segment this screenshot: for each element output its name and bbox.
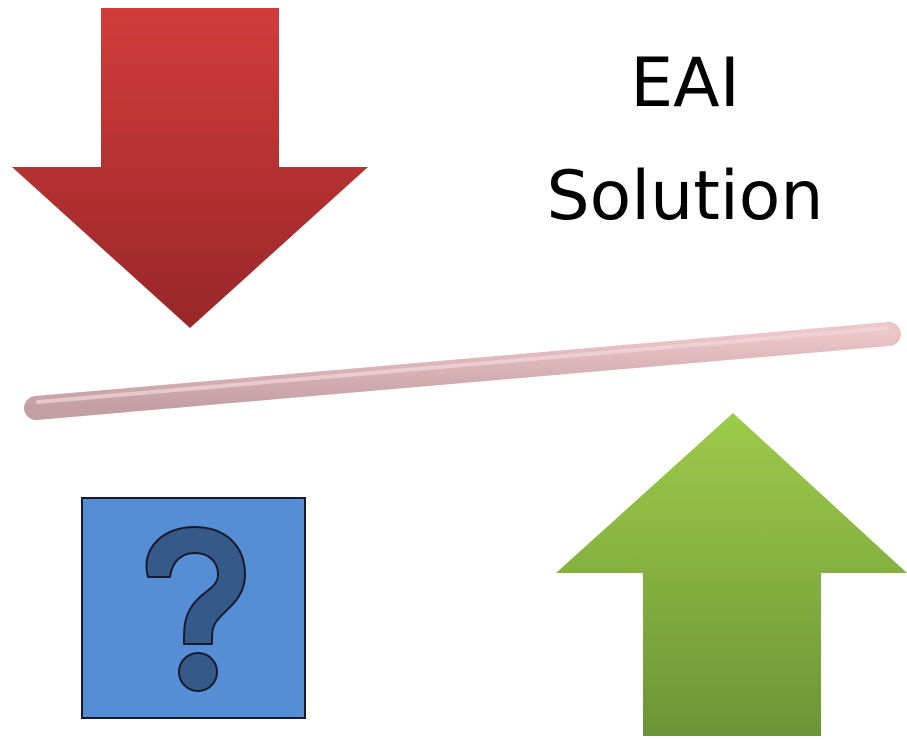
down-arrow-icon: [12, 8, 368, 328]
title-line-solution: Solution: [546, 157, 824, 236]
question-mark-icon: [145, 526, 246, 692]
title-line-eai: EAI: [630, 44, 740, 123]
balance-beam: [24, 322, 901, 420]
up-arrow-icon: [556, 413, 907, 736]
balance-beam-highlight: [36, 326, 889, 404]
